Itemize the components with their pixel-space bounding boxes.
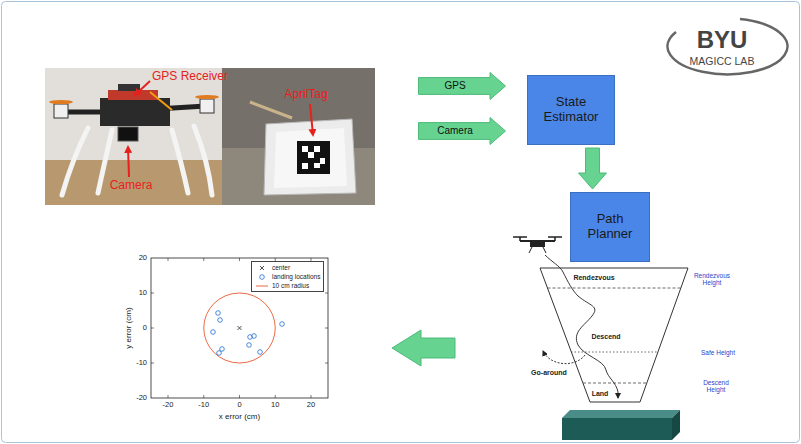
axis-label: y error (cm) xyxy=(125,307,134,348)
axis-label: x error (cm) xyxy=(219,413,260,422)
legend-entry: landing locations xyxy=(255,272,320,281)
flow-arrow xyxy=(392,330,455,366)
node-text: Camera xyxy=(437,125,473,137)
tick-label: -10 xyxy=(198,401,209,409)
tick-label: 10 xyxy=(139,289,147,297)
signal-arrow: Camera xyxy=(418,117,506,145)
phase-label: Descend xyxy=(590,333,621,341)
error-plot xyxy=(151,258,328,398)
tick-label: 10 xyxy=(271,401,279,409)
process-box: Path Planner xyxy=(570,192,650,262)
landing-funnel xyxy=(513,237,688,440)
node-text: State Estimator xyxy=(538,95,604,125)
part-label: Camera xyxy=(110,179,153,192)
legend-text: landing locations xyxy=(272,273,320,280)
process-box: State Estimator xyxy=(527,75,615,145)
phase-label: Rendezvous xyxy=(572,274,615,282)
tick-label: -20 xyxy=(136,394,147,402)
arrow-outline xyxy=(419,118,506,145)
flow-arrow xyxy=(579,148,607,189)
signal-arrow: GPS xyxy=(418,72,506,100)
tick-label: 20 xyxy=(139,254,147,262)
node-text: Path Planner xyxy=(577,212,643,242)
tick-label: 0 xyxy=(237,401,241,409)
legend-text: 10 cm radius xyxy=(272,282,309,289)
part-label: AprilTag xyxy=(284,88,327,101)
arrow-outline xyxy=(419,73,506,100)
height-label: Descend Height xyxy=(693,379,739,393)
phase-label: Land xyxy=(591,390,610,398)
logo-subtext: MAGICC LAB xyxy=(690,56,755,68)
tick-label: -20 xyxy=(163,401,174,409)
legend-text: center xyxy=(272,264,290,271)
logo-swoosh xyxy=(667,19,787,74)
logo-text: BYU xyxy=(697,27,748,53)
tick-label: -10 xyxy=(136,359,147,367)
legend-sample xyxy=(255,282,269,290)
photo xyxy=(45,68,375,205)
phase-label: Go-around xyxy=(530,369,568,377)
legend-sample xyxy=(255,273,269,281)
height-label: Rendezvous Height xyxy=(689,272,735,286)
node-text: GPS xyxy=(444,80,465,92)
legend-sample xyxy=(255,264,269,272)
legend-entry: 10 cm radius xyxy=(255,281,320,290)
tick-label: 20 xyxy=(307,401,315,409)
drone-icon xyxy=(513,237,562,253)
legend-entry: center xyxy=(255,263,320,272)
height-label: Safe Height xyxy=(700,349,736,356)
tick-label: 0 xyxy=(143,324,147,332)
plot-legend: center landing locations 10 cm radius xyxy=(251,261,324,292)
part-label: GPS Receiver xyxy=(152,70,228,83)
